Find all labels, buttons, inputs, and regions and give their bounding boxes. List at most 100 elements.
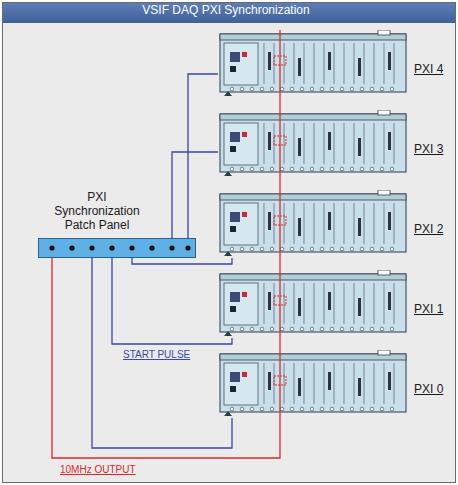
bottom-vent: [270, 407, 274, 411]
bottom-vent: [330, 407, 334, 411]
bottom-vent: [260, 247, 264, 251]
slot-line: [304, 123, 305, 164]
slot-line: [374, 363, 375, 404]
clock-trace: [279, 190, 280, 258]
chassis-label: PXI 0: [414, 382, 443, 396]
clock-trace: [279, 350, 280, 418]
controller-module: [224, 283, 258, 325]
bottom-vent: [260, 327, 264, 331]
bottom-vent: [310, 407, 314, 411]
start-pulse-wire: [172, 152, 218, 238]
module-connector: [388, 132, 391, 150]
bottom-vent: [390, 327, 394, 331]
slot-line: [394, 363, 395, 404]
slot-line: [354, 43, 355, 84]
pxi-chassis: PXI 3: [218, 110, 408, 178]
slot-line: [304, 203, 305, 244]
patch-panel-body: [39, 239, 196, 258]
chassis-foot: [224, 91, 232, 96]
bottom-vent: [230, 407, 234, 411]
bottom-vent: [270, 247, 274, 251]
slot-line: [364, 203, 365, 244]
controller-port: [230, 372, 240, 382]
signal-label: START PULSE: [123, 349, 190, 360]
patch-jack: [185, 245, 190, 250]
slot-line: [394, 43, 395, 84]
bottom-vent: [300, 407, 304, 411]
bottom-vent: [340, 167, 344, 171]
slot-line: [344, 283, 345, 324]
chassis-handle: [378, 270, 390, 275]
slot-line: [264, 363, 265, 404]
controller-port: [230, 386, 236, 392]
bottom-vent: [290, 167, 294, 171]
slot-line: [294, 363, 295, 404]
module-connector: [358, 298, 361, 316]
node-outline: [218, 190, 408, 258]
module-connector: [268, 372, 271, 390]
bottom-vent: [370, 247, 374, 251]
chassis-foot: [224, 251, 232, 256]
module-connector: [388, 292, 391, 310]
bottom-vent: [370, 87, 374, 91]
module-connector: [328, 132, 331, 150]
slot-line: [334, 203, 335, 244]
slot-line: [294, 203, 295, 244]
controller-port: [230, 306, 236, 312]
slot-line: [384, 123, 385, 164]
slot-line: [344, 203, 345, 244]
bottom-vent: [350, 167, 354, 171]
chassis-foot: [224, 411, 232, 416]
module-connector: [328, 212, 331, 230]
module-connector: [328, 52, 331, 70]
controller-port: [230, 66, 236, 72]
start-pulse-wire: [112, 258, 232, 344]
node-outline: [218, 30, 408, 98]
pxi-chassis: PXI 2: [218, 190, 408, 258]
bottom-vent: [250, 327, 254, 331]
bottom-vent: [240, 247, 244, 251]
bottom-vent: [270, 327, 274, 331]
module-connector: [298, 218, 301, 236]
pxi-chassis: PXI 0: [218, 350, 408, 418]
slot-line: [314, 363, 315, 404]
patch-jack: [89, 245, 94, 250]
bottom-vent: [390, 247, 394, 251]
bottom-vent: [240, 87, 244, 91]
slot-line: [334, 123, 335, 164]
slot-line: [264, 283, 265, 324]
pxi-chassis: PXI 4: [218, 30, 408, 98]
bottom-vent: [320, 327, 324, 331]
bottom-vent: [240, 407, 244, 411]
module-connector: [328, 292, 331, 310]
bottom-vent: [310, 327, 314, 331]
bottom-vent: [280, 407, 284, 411]
start-pulse-wire: [188, 74, 218, 238]
chassis-label: PXI 1: [414, 302, 443, 316]
slot-line: [344, 123, 345, 164]
chassis-body: [220, 194, 406, 252]
controller-port: [230, 132, 240, 142]
clock-trace: [279, 110, 280, 178]
bottom-vent: [320, 167, 324, 171]
controller-module: [224, 123, 258, 165]
slot-line: [324, 43, 325, 84]
node-outline: [38, 238, 196, 258]
slot-line: [284, 363, 285, 404]
chassis-body: [220, 354, 406, 412]
slot-line: [364, 43, 365, 84]
slot-line: [394, 123, 395, 164]
bottom-vent: [280, 87, 284, 91]
bottom-vent: [230, 247, 234, 251]
chassis-body: [220, 34, 406, 92]
bottom-vent: [390, 87, 394, 91]
module-connector: [358, 138, 361, 156]
slot-line: [284, 43, 285, 84]
bottom-vent: [250, 247, 254, 251]
bottom-vent: [310, 167, 314, 171]
chassis-handle: [378, 190, 390, 195]
bottom-vent: [390, 407, 394, 411]
slot-line: [374, 283, 375, 324]
slot-line: [384, 283, 385, 324]
bottom-vent: [340, 247, 344, 251]
